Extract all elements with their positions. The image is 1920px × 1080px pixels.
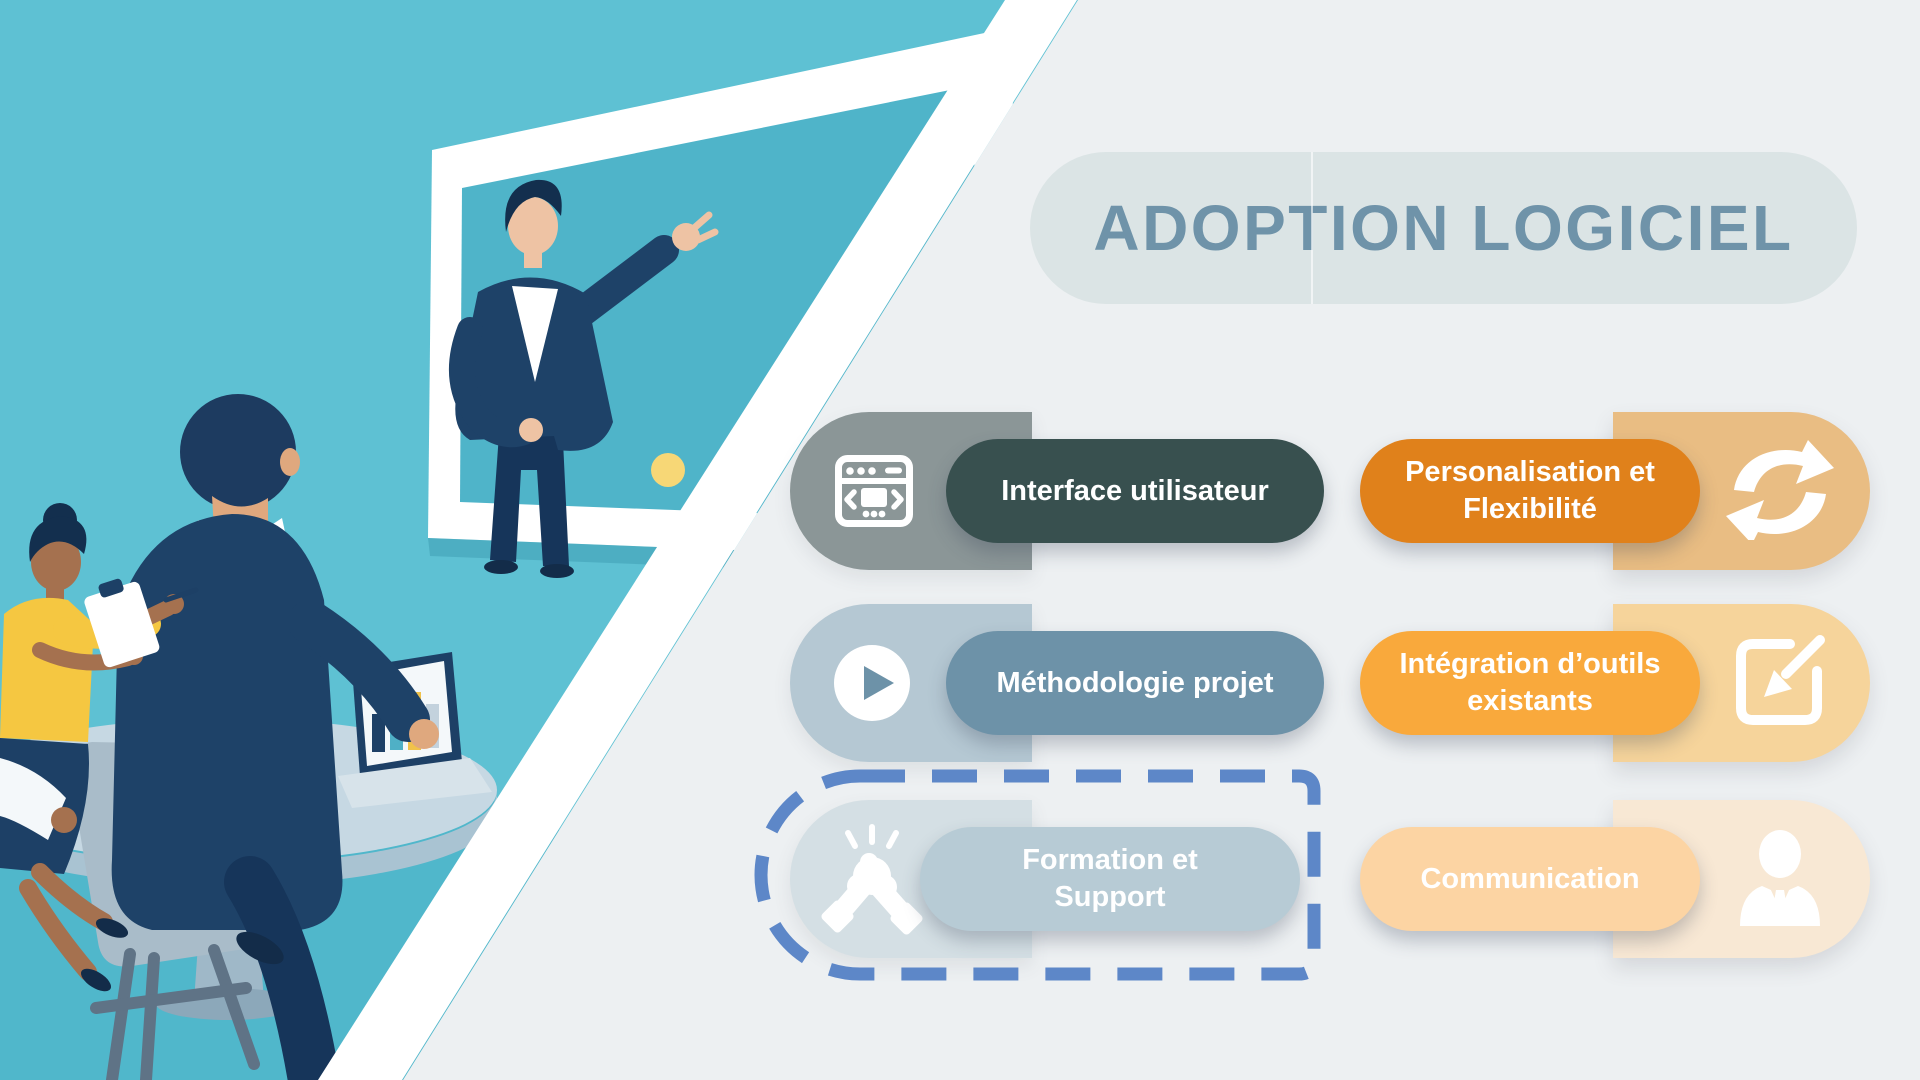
handshake-icon	[821, 824, 923, 935]
topic-label: Communication	[1420, 862, 1640, 895]
person-icon	[1740, 830, 1820, 926]
topic-label: Formation et	[1022, 844, 1198, 876]
topic-label: Personalisation et	[1405, 456, 1655, 488]
topic-label-pill: Communication	[1360, 827, 1700, 931]
topic-label: Méthodologie projet	[996, 666, 1274, 699]
sync-arrows-icon	[1726, 440, 1834, 540]
topic-label-pill: Interface utilisateur	[946, 439, 1324, 543]
topic-label-line2: existants	[1467, 685, 1593, 717]
presenter-figure	[449, 179, 719, 578]
diagonal-divider	[318, 0, 1077, 1080]
play-icon	[834, 645, 910, 721]
topic-label-pill: Méthodologie projet	[946, 631, 1324, 735]
import-box-icon	[1736, 635, 1825, 725]
browser-window-icon	[835, 455, 913, 527]
topic-label-pill: Personalisation et Flexibilité	[1360, 439, 1700, 543]
seated-man-figure	[111, 394, 439, 1080]
topic-label: Interface utilisateur	[1001, 474, 1269, 507]
selection-highlight	[754, 769, 1321, 981]
topic-label-pill: Intégration d’outils existants	[1360, 631, 1700, 735]
topic-label: Intégration d’outils	[1399, 648, 1661, 680]
topic-label-pill: Formation et Support	[920, 827, 1300, 931]
topic-label-line2: Support	[1054, 881, 1166, 913]
chair-legs	[90, 944, 260, 1080]
title-banner: ADOPTION LOGICIEL	[1030, 152, 1857, 304]
topic-label-line2: Flexibilité	[1463, 493, 1597, 525]
page-title: ADOPTION LOGICIEL	[1093, 192, 1794, 264]
